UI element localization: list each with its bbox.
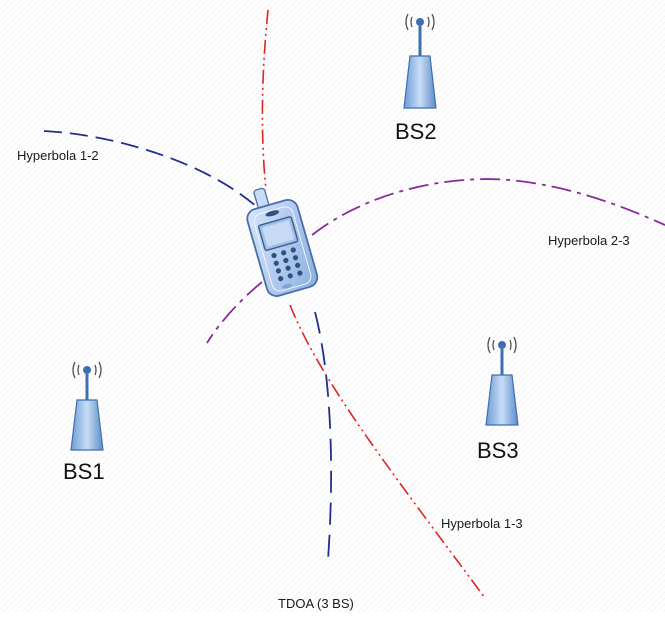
hyperbola-2-3-lower-branch bbox=[206, 281, 263, 344]
hyperbola-1-3-lower-branch bbox=[289, 304, 486, 599]
bs3-label: BS3 bbox=[477, 438, 519, 463]
base-station-antenna-icon bbox=[485, 336, 519, 426]
hyperbola-1-2-lower-branch bbox=[314, 311, 333, 561]
diagram-caption: TDOA (3 BS) bbox=[278, 596, 354, 611]
hyperbola-1-3-label: Hyperbola 1-3 bbox=[441, 516, 523, 531]
hyperbola-1-3-curve bbox=[261, 9, 269, 191]
base-station-antenna-icon bbox=[403, 13, 437, 109]
bs1-label: BS1 bbox=[63, 459, 105, 484]
base-station-antenna-icon bbox=[70, 361, 104, 451]
hyperbola-1-2-label: Hyperbola 1-2 bbox=[17, 148, 99, 163]
hyperbola-1-2-curve bbox=[43, 130, 259, 209]
hyperbola-2-3-curve bbox=[311, 178, 665, 236]
mobile-phone-icon bbox=[246, 187, 319, 297]
bs2-label: BS2 bbox=[395, 119, 437, 144]
hyperbola-2-3-label: Hyperbola 2-3 bbox=[548, 233, 630, 248]
